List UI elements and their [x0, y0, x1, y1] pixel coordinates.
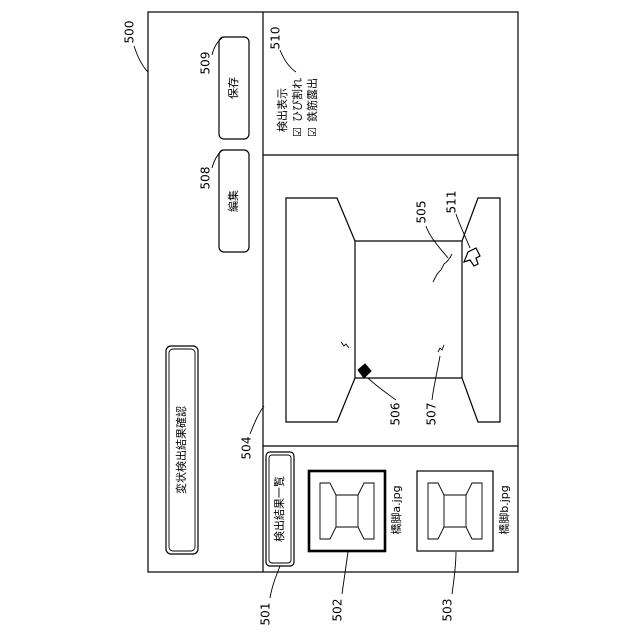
ref-502-leader [342, 552, 348, 594]
ref-506: 506 [389, 403, 403, 426]
ref-505-leader [426, 226, 448, 258]
ref-508-leader [212, 150, 222, 168]
checkbox-crack-label: ひび割れ [290, 78, 304, 122]
thumbnail-b-cap-left [428, 483, 444, 539]
rebar-exposure-506[interactable] [358, 364, 371, 378]
ref-508: 508 [199, 167, 213, 190]
ref-507: 507 [425, 403, 439, 426]
thumbnail-a-cap-right [358, 483, 374, 539]
ref-506-leader [368, 378, 396, 400]
ref-502: 502 [331, 599, 345, 622]
ref-501-leader [270, 566, 280, 598]
crack-507[interactable] [438, 345, 444, 352]
thumbnail-b[interactable] [417, 471, 493, 551]
ref-505: 505 [415, 201, 429, 224]
ref-509: 509 [199, 52, 213, 75]
ref-510-leader [280, 50, 296, 72]
crack-small-upper[interactable] [341, 342, 349, 348]
crack-505[interactable] [433, 254, 452, 282]
list-button-label: 検出結果一覧 [272, 476, 286, 542]
checkbox-rebar-label: 鉄筋露出 [305, 78, 319, 122]
ref-501: 501 [259, 603, 273, 626]
ref-511: 511 [445, 191, 459, 214]
ref-509-leader [212, 38, 222, 55]
ref-500: 500 [123, 21, 137, 44]
thumbnail-b-cap-right [466, 483, 482, 539]
thumbnail-a-cap-left [320, 483, 336, 539]
ref-504: 504 [240, 437, 254, 460]
thumbnail-a-caption: 橋脚a.jpg [389, 485, 403, 534]
cursor-icon [464, 248, 480, 266]
ref-503: 503 [441, 599, 455, 622]
checkbox-rebar[interactable]: ☑ [306, 127, 319, 137]
thumbnail-b-caption: 橋脚b.jpg [497, 485, 511, 535]
ref-511-leader [456, 214, 470, 248]
pier-image[interactable] [286, 198, 500, 422]
pier-cap-right [462, 198, 500, 422]
ref-500-leader [134, 46, 148, 72]
title-bar-label: 変状検出結果確認 [174, 406, 188, 494]
ref-503-leader [452, 552, 456, 594]
ref-504-leader [250, 406, 264, 434]
thumbnail-a[interactable] [309, 471, 385, 551]
edit-button-label: 編集 [226, 190, 240, 212]
detect-title: 検出表示 [275, 88, 289, 132]
pier-cap-left [286, 198, 355, 422]
checkbox-crack[interactable]: ☑ [291, 127, 304, 137]
save-button-label: 保存 [226, 77, 240, 99]
ref-510: 510 [269, 27, 283, 50]
